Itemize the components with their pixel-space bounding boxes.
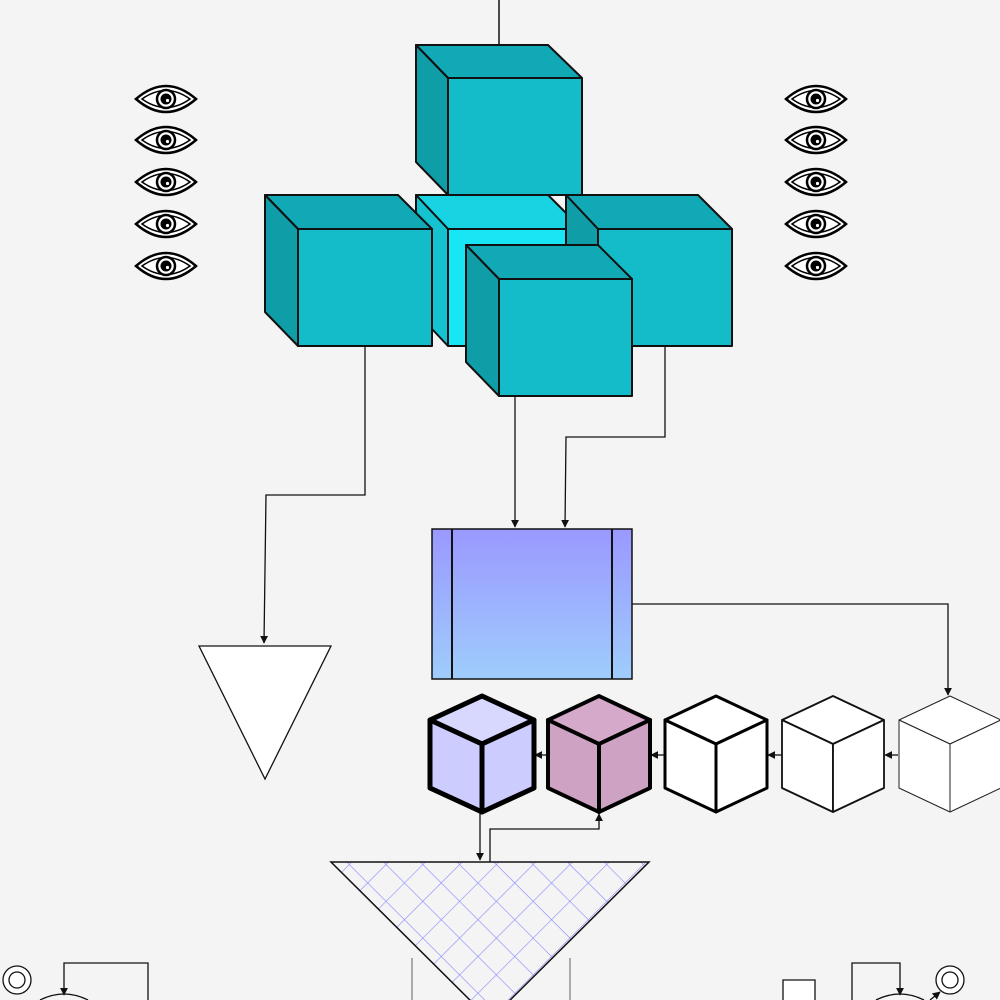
eye-icon [134,125,198,155]
target-circle-inner [8,971,26,989]
cube-top [415,44,583,196]
bottom-left-fragment [2,962,149,1000]
process-panel [431,528,633,680]
eye-icon [784,84,848,114]
eye-column-left [134,84,198,281]
triangle-shape [197,645,333,781]
connector-bottom-right [851,962,904,1000]
hatched-funnel-shape [329,861,651,1000]
target-circle-icon [2,965,32,995]
cube-left [264,194,433,347]
connector-to-panel-b [561,346,666,528]
connector-bottom-left [60,962,149,1000]
cube-row [427,693,1000,815]
cube-white-3 [898,695,1000,813]
cube-mauve [546,694,652,814]
connector-funnel-to-cube [489,813,603,862]
target-circle-inner [941,971,959,989]
eye-column-right [784,84,848,281]
connectors [260,346,952,862]
eye-icon [784,125,848,155]
eye-icon [134,251,198,281]
cube-cluster [264,44,733,397]
cube-lavender [427,693,537,815]
target-circle-icon [935,965,965,995]
eye-icon [134,167,198,197]
connector-to-triangle [260,346,366,644]
connector-panel-to-cube [632,603,952,696]
cube-front [465,244,633,397]
eye-icon [784,209,848,239]
partial-rect-right [782,979,816,1000]
eye-icon [134,209,198,239]
partial-circle-right [875,993,925,1000]
eye-icon [134,84,198,114]
connector-bottom-right-2 [929,991,941,1000]
partial-circle-left [39,993,89,1000]
eye-icon [784,167,848,197]
bottom-right-fragment [782,962,965,1000]
eye-icon [784,251,848,281]
cube-white-2 [781,695,885,813]
cube-white-1 [663,694,769,814]
